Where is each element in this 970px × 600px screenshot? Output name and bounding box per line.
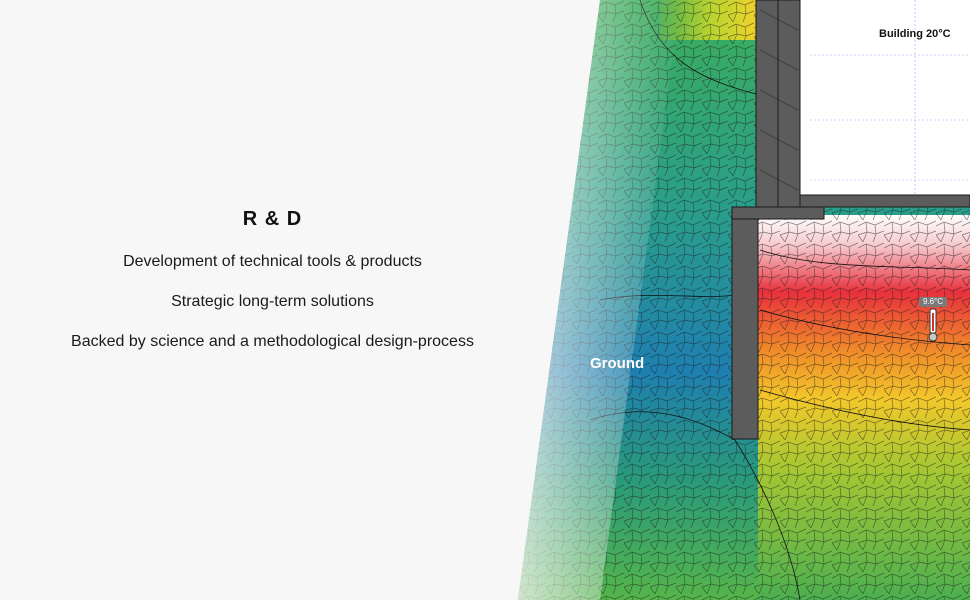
description-line-1: Development of technical tools & product…: [123, 253, 422, 270]
ground-label: Ground: [590, 355, 645, 372]
temperature-sensor: 9.6°C: [919, 297, 947, 343]
description-line-2: Strategic long-term solutions: [171, 293, 374, 310]
text-panel: R & D Development of technical tools & p…: [71, 208, 474, 350]
building-temperature-label: Building 20°C: [879, 28, 951, 40]
section-heading: R & D: [242, 208, 303, 230]
thermometer-icon: [928, 308, 938, 342]
sensor-value: 9.6°C: [919, 297, 947, 307]
description-line-3: Backed by science and a methodological d…: [71, 333, 474, 350]
